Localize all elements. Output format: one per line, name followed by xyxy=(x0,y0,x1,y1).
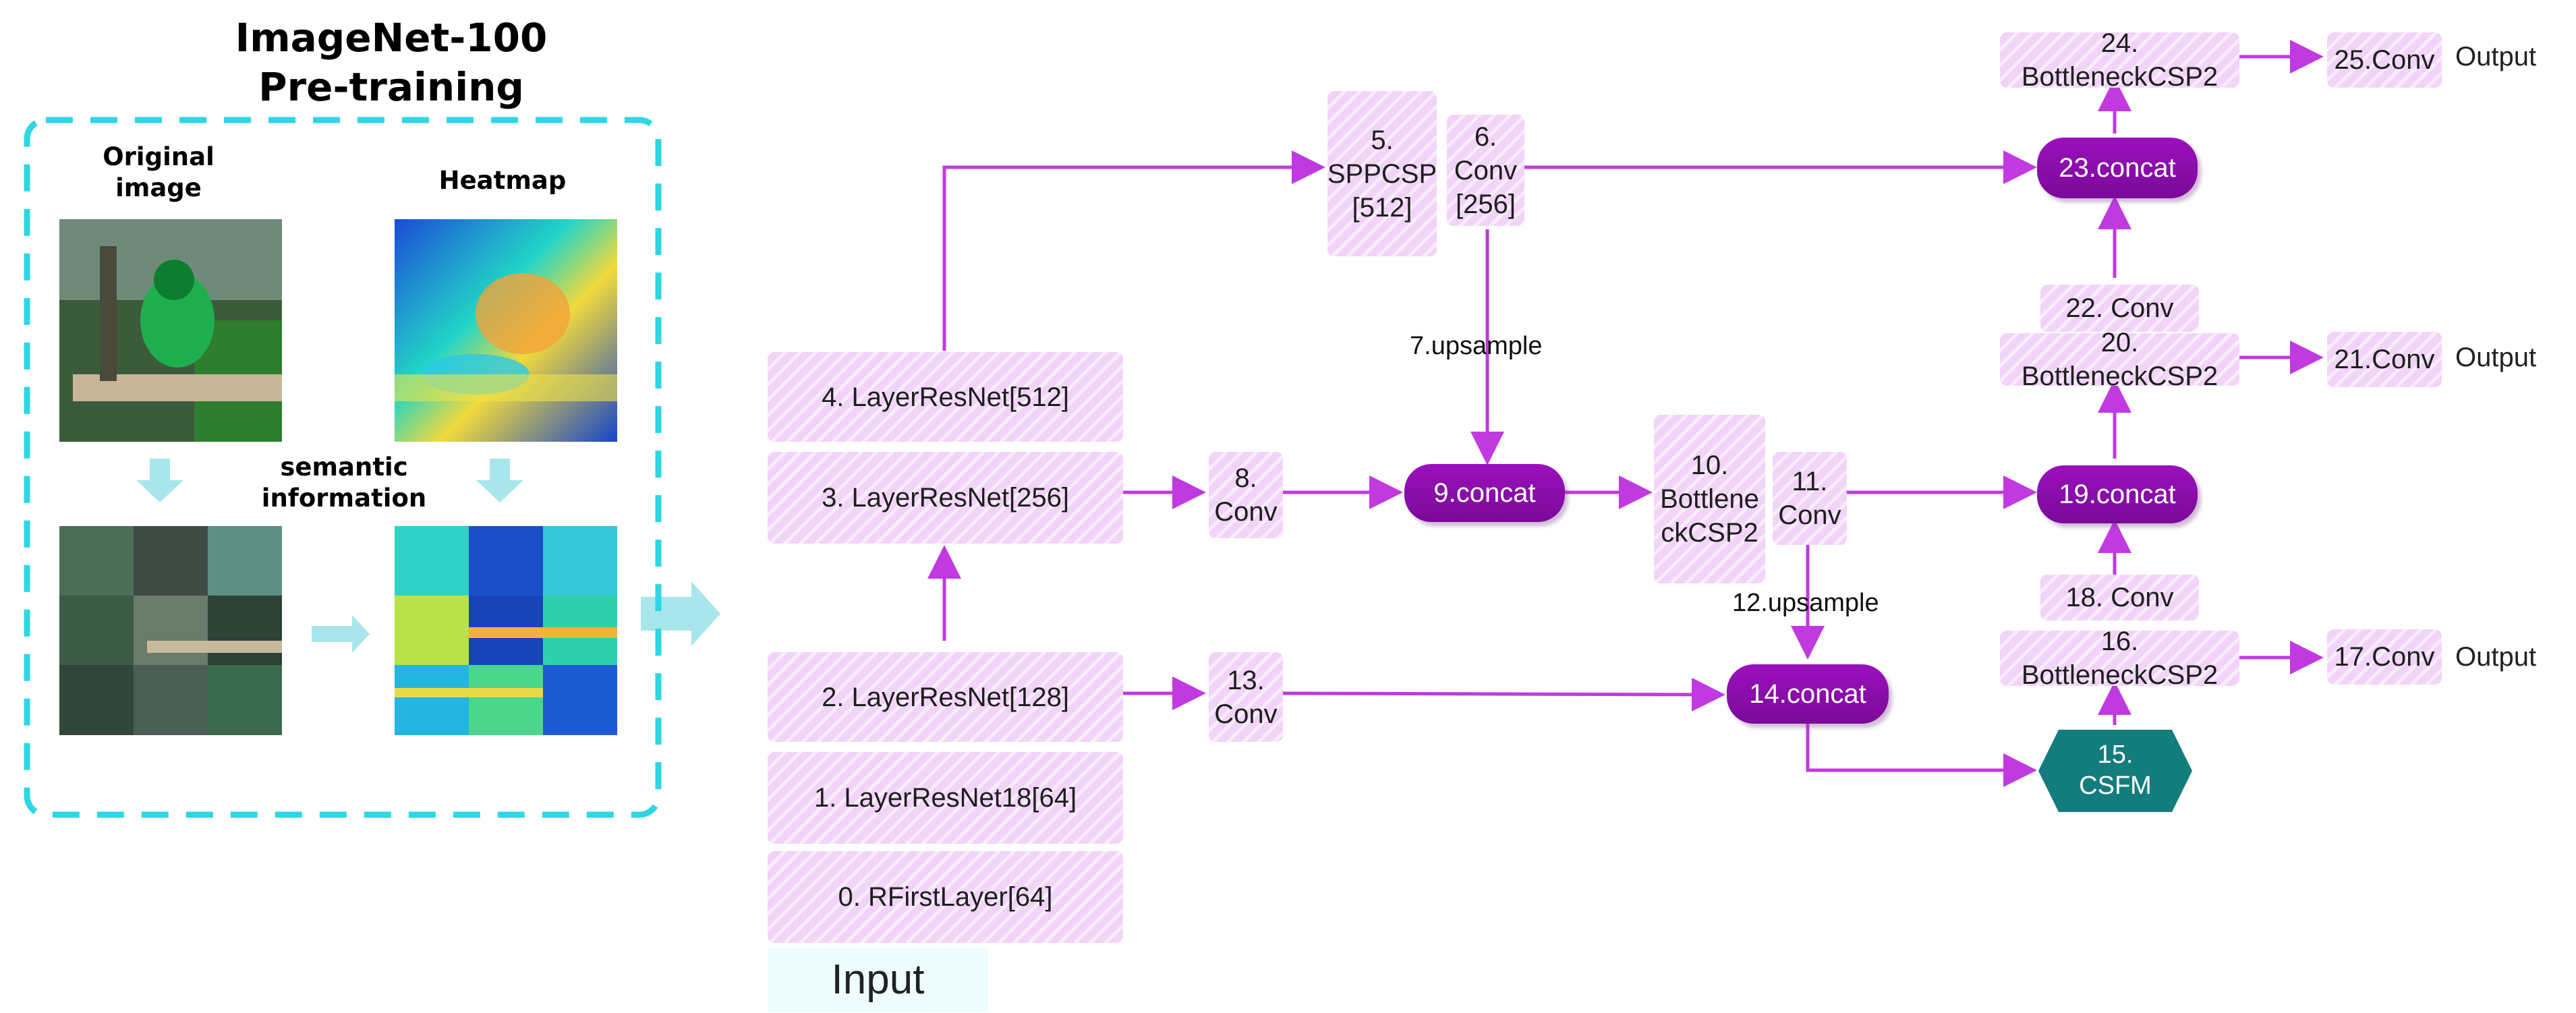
concat-14[interactable]: 14.concat xyxy=(1727,664,1889,724)
edge-c14-csfm xyxy=(1806,723,2037,787)
output-label-middle: Output xyxy=(2455,343,2537,372)
backbone-block-3[interactable]: 3. LayerResNet[256] xyxy=(768,452,1123,544)
backbone-block-2[interactable]: 2. LayerResNet[128] xyxy=(768,652,1123,742)
block-13-conv[interactable]: 13. Conv xyxy=(1209,652,1283,742)
concat-19[interactable]: 19.concat xyxy=(2037,465,2198,523)
block-10-bottleneckcsp2[interactable]: 10. Bottlene ckCSP2 xyxy=(1654,415,1765,583)
shuffled-heatmap xyxy=(395,526,617,735)
edge-n13-c14 xyxy=(1282,677,1725,712)
block-17-conv[interactable]: 17.Conv xyxy=(2327,629,2442,685)
concat-9[interactable]: 9.concat xyxy=(1404,464,1565,522)
pretrain-arrow-down-left xyxy=(136,459,183,502)
upsample-12-label: 12.upsample xyxy=(1732,589,1879,617)
upsample-7-label: 7.upsample xyxy=(1410,332,1543,360)
block-22-conv[interactable]: 22. Conv xyxy=(2040,285,2199,332)
block-16-bottleneckcsp2[interactable]: 16. BottleneckCSP2 xyxy=(2000,627,2239,690)
input-label: Input xyxy=(768,948,988,1012)
concat-23[interactable]: 23.concat xyxy=(2037,138,2198,198)
shuffled-image xyxy=(59,526,282,735)
backbone-block-1[interactable]: 1. LayerResNet18[64] xyxy=(768,752,1123,844)
output-label-top: Output xyxy=(2455,42,2537,71)
heatmap-label: Heatmap xyxy=(438,166,567,195)
semantic-information-label: semantic information xyxy=(261,453,427,513)
block-8-conv[interactable]: 8. Conv xyxy=(1209,452,1283,538)
pretrain-arrow-middle xyxy=(312,615,370,653)
csfm-label: 15. CSFM xyxy=(2079,741,2152,800)
block-20-bottleneckcsp2[interactable]: 20. BottleneckCSP2 xyxy=(2000,328,2239,391)
block-21-conv[interactable]: 21.Conv xyxy=(2327,332,2442,387)
pretraining-title: ImageNet-100 Pre-training xyxy=(235,15,548,110)
block-11-conv[interactable]: 11. Conv xyxy=(1773,452,1847,545)
original-image-label: Original image xyxy=(103,142,214,203)
block-24-bottleneckcsp2[interactable]: 24. BottleneckCSP2 xyxy=(2000,28,2239,92)
csfm-hexagon-shape xyxy=(2038,730,2192,812)
pretrain-dashed-frame xyxy=(24,117,662,818)
original-image-photo xyxy=(59,219,282,442)
edge-b4-n5 xyxy=(942,150,1325,351)
backbone-block-0[interactable]: 0. RFirstLayer[64] xyxy=(768,851,1123,943)
block-6-conv[interactable]: 6. Conv [256] xyxy=(1447,115,1524,226)
backbone-block-4[interactable]: 4. LayerResNet[512] xyxy=(768,352,1123,442)
output-label-bottom: Output xyxy=(2455,642,2537,672)
block-18-conv[interactable]: 18. Conv xyxy=(2040,575,2199,620)
heatmap-image xyxy=(395,219,617,442)
pretrain-arrow-down-right xyxy=(476,459,523,502)
block-5-sppcsp[interactable]: 5. SPPCSP [512] xyxy=(1327,91,1437,256)
pretrain-arrow-out xyxy=(641,581,720,646)
csfm-block[interactable]: 15. CSFM xyxy=(2038,730,2192,812)
block-25-conv[interactable]: 25.Conv xyxy=(2327,32,2442,88)
